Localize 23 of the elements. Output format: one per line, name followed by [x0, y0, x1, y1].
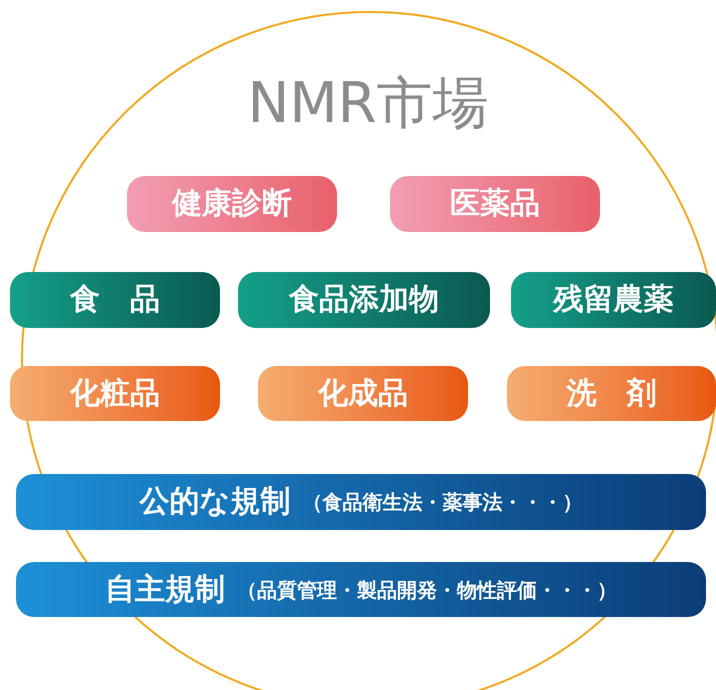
category-pill [10, 272, 220, 328]
category-pill [511, 272, 716, 328]
title: NMR市場 [246, 72, 490, 136]
category-label: 食 品 [70, 285, 160, 315]
category-pill [258, 366, 468, 421]
category-label: 化粧品 [70, 378, 160, 408]
category-pill [238, 272, 490, 328]
category-label: 健康診断 [172, 189, 292, 219]
category-pill [16, 562, 706, 617]
category-pill [507, 366, 716, 421]
category-label: 食品添加物 [289, 285, 439, 315]
category-note: （食品衛生法・薬事法・・・） [302, 492, 582, 512]
category-label: 化成品 [318, 378, 408, 408]
category-pill [10, 366, 220, 421]
category-pill [390, 176, 600, 232]
category-label: 自主規制 [105, 574, 225, 604]
category-label: 洗 剤 [566, 378, 656, 408]
category-note: （品質管理・製品開発・物性評価・・・） [237, 580, 617, 600]
category-pill [127, 176, 337, 232]
category-label: 残留農薬 [554, 285, 674, 315]
category-label: 医薬品 [450, 189, 540, 219]
category-label: 公的な規制 [140, 487, 290, 517]
category-pill [16, 474, 706, 530]
